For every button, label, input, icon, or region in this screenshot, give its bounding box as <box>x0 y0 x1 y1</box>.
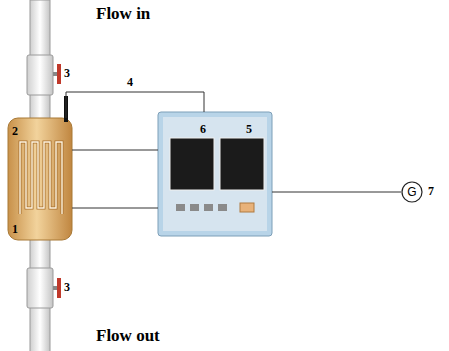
thermocouple-wire <box>66 92 204 118</box>
flow-label: Flow out <box>96 326 160 346</box>
pipe-fitting <box>27 55 53 95</box>
valve-stem <box>53 72 57 76</box>
display-screen <box>220 138 264 190</box>
controller-panel <box>163 117 267 231</box>
node-text: G <box>407 185 416 199</box>
signal-wire <box>72 208 158 209</box>
callout-number: 7 <box>428 184 434 198</box>
outlet-pipe <box>27 236 61 351</box>
controller-housing <box>158 112 272 236</box>
heater-coil <box>20 142 62 214</box>
valve-stem <box>53 286 57 290</box>
button <box>176 204 185 211</box>
button <box>240 203 254 212</box>
signal-wire <box>72 150 158 151</box>
tank-body <box>8 118 72 240</box>
node-text: 1 <box>12 222 18 236</box>
flow-label: Flow in <box>96 4 150 24</box>
callout-number: 3 <box>64 280 70 294</box>
button <box>204 204 213 211</box>
controller-box: 65 <box>158 112 272 236</box>
controller-unit <box>158 112 272 236</box>
button <box>190 204 199 211</box>
signal-wire <box>272 192 401 193</box>
node-text: 2 <box>12 124 18 138</box>
inlet-pipe <box>27 0 61 122</box>
display-screen <box>170 138 214 190</box>
heater-tank <box>8 96 72 240</box>
valve-handle <box>57 278 61 298</box>
generator-circle <box>402 182 422 202</box>
button <box>218 204 227 211</box>
pipe-fitting <box>27 268 53 308</box>
heater-tank: 21 <box>8 118 72 240</box>
callout-number: 3 <box>64 66 70 80</box>
heater-coil-shadow <box>20 142 62 214</box>
node-text: 5 <box>246 122 252 136</box>
generator-circle: G <box>401 181 423 203</box>
node-text: 6 <box>200 122 206 136</box>
callout-number: 4 <box>127 75 133 89</box>
valve-handle <box>57 64 61 84</box>
